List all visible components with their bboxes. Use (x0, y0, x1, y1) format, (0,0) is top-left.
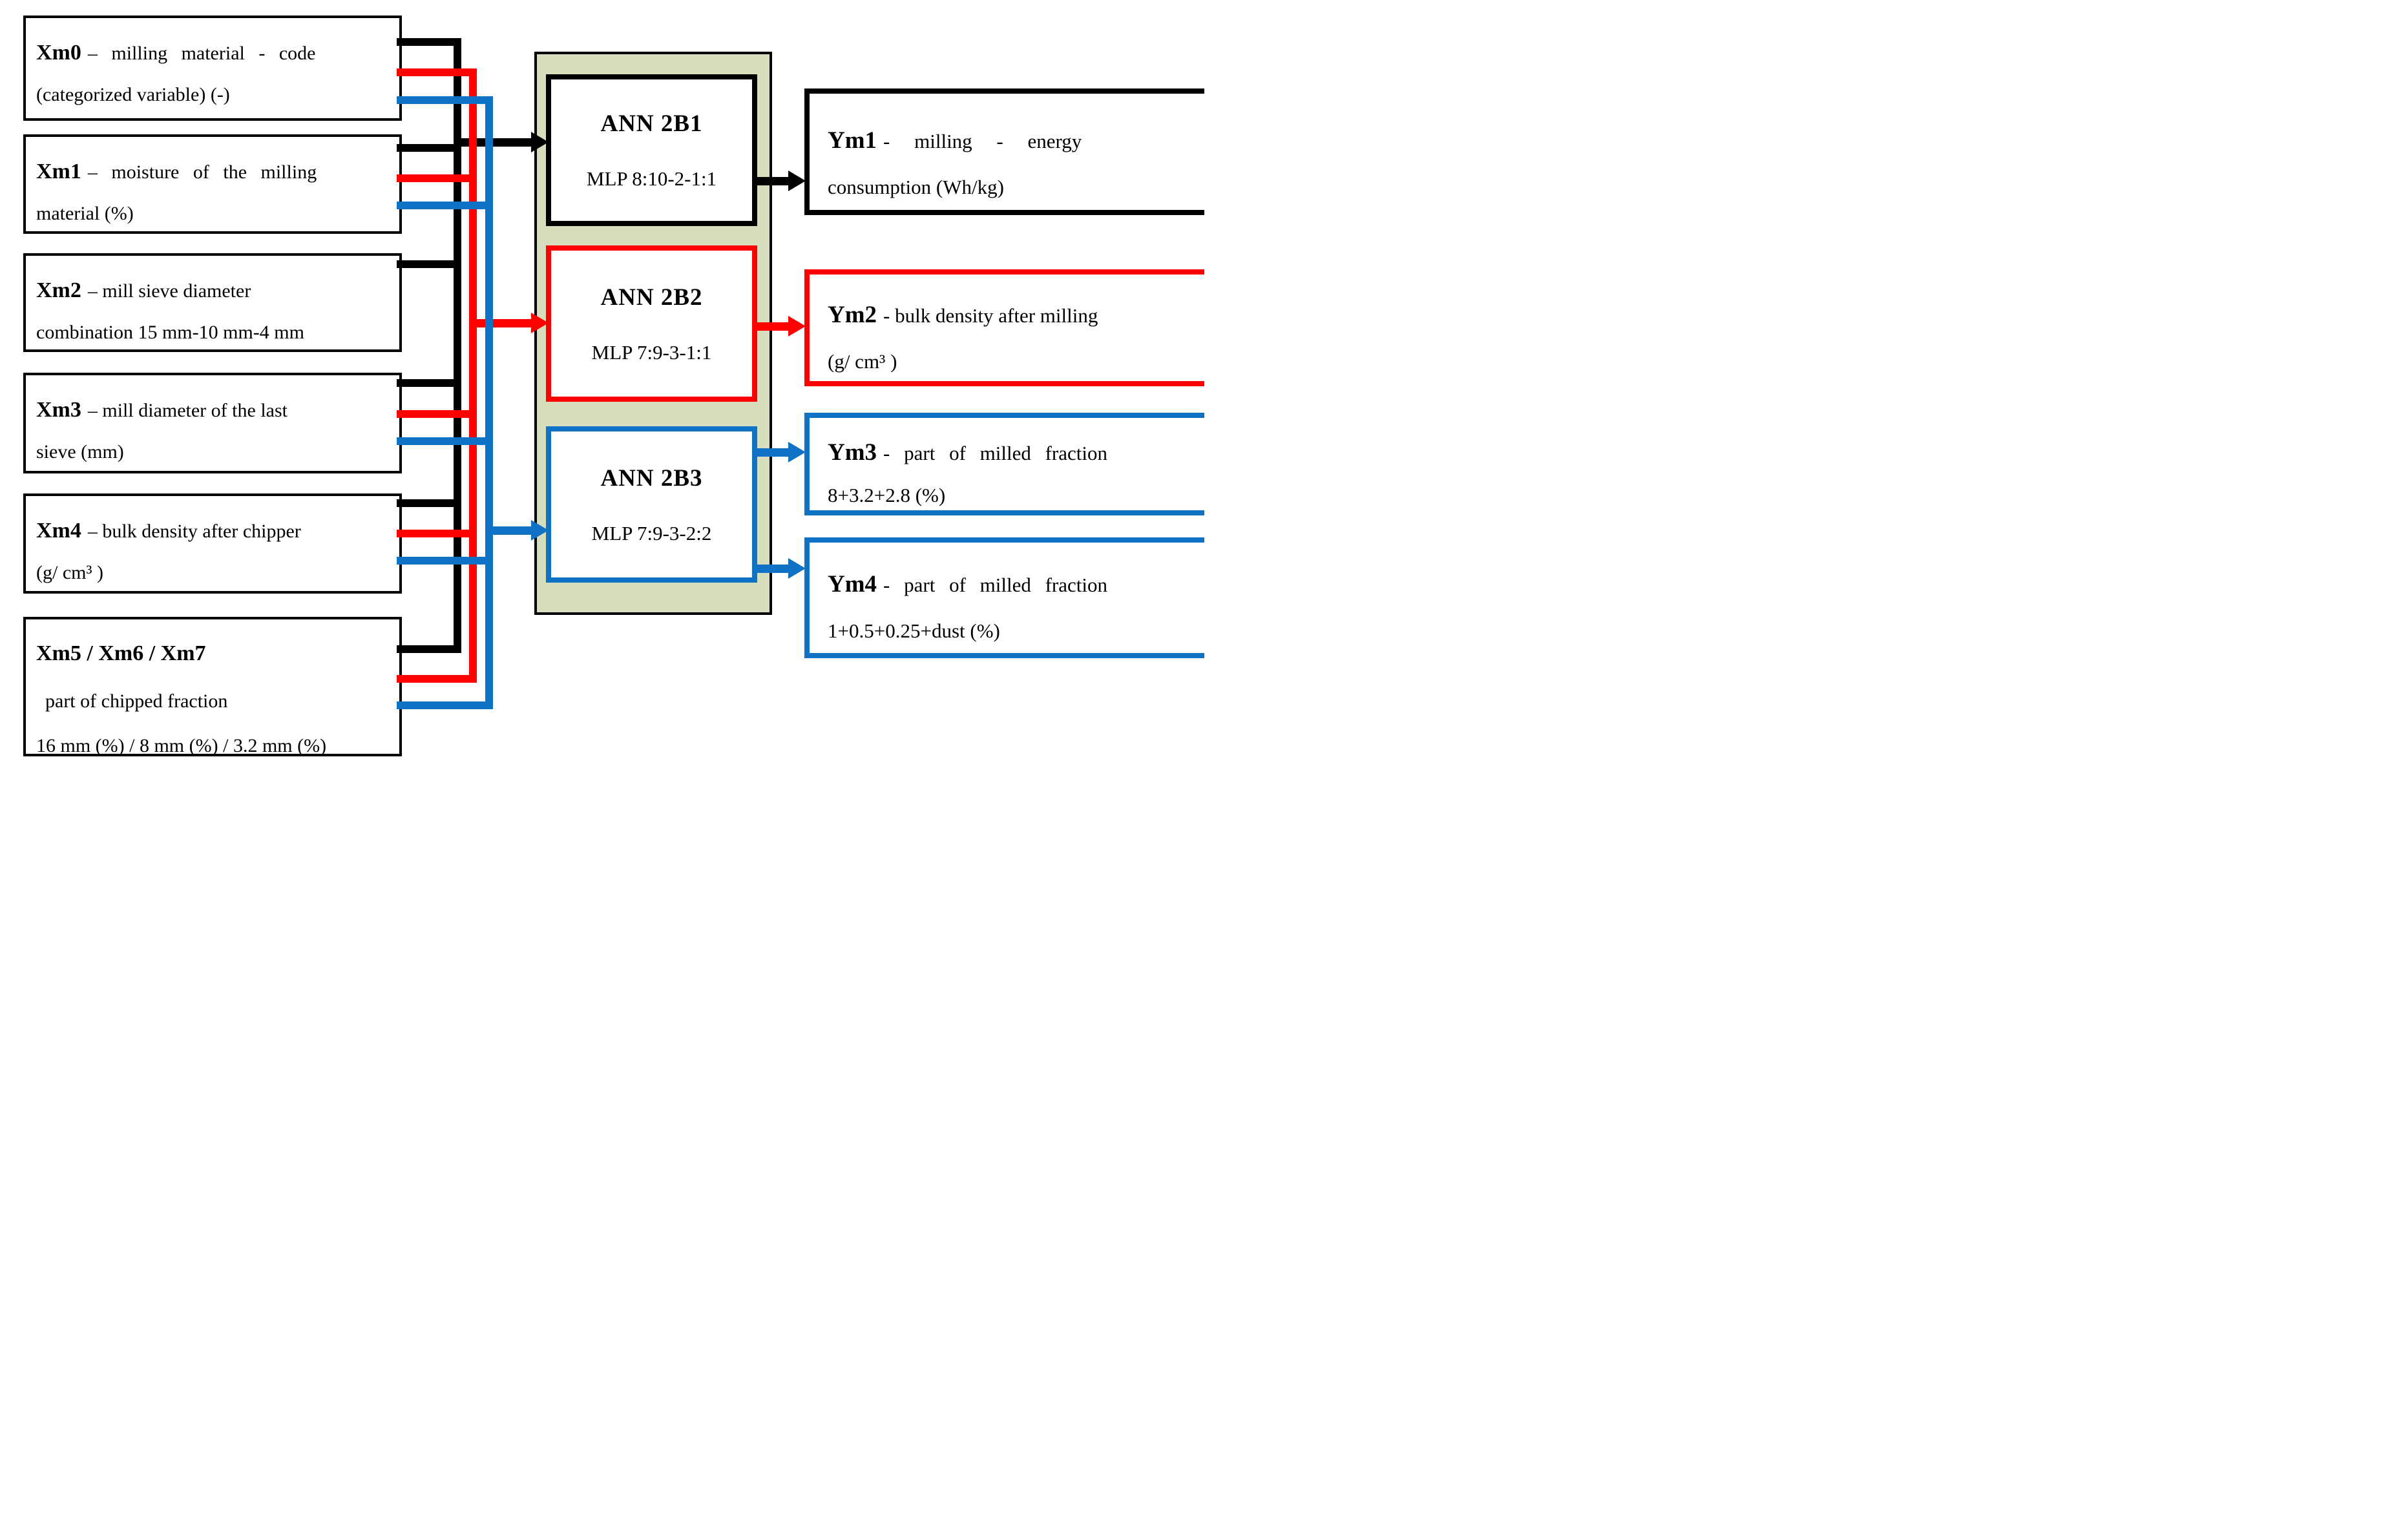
stub-xm2-black (397, 260, 461, 268)
stub-xm5-black (397, 645, 461, 653)
arrowhead-output-ym1 (788, 171, 806, 191)
input-text: – mill sieve diameter (87, 280, 251, 302)
stub-xm4-black (397, 499, 461, 507)
input-text: – moisture of the milling (87, 161, 317, 183)
stub-xm3-red (397, 410, 477, 418)
output-text: - part of milled fraction (883, 442, 1107, 464)
input-box-xm3: Xm3 – mill diameter of the last sieve (mm… (23, 373, 402, 473)
input-text: – milling material - code (87, 43, 316, 64)
output-label: Ym4 (828, 571, 877, 597)
output-text: - milling - energy (883, 130, 1082, 152)
input-text-3: 16 mm (%) / 8 mm (%) / 3.2 mm (%) (36, 735, 327, 757)
input-label: Xm2 (36, 278, 81, 302)
stub-xm5-blue (397, 701, 493, 709)
stub-xm3-blue (397, 437, 493, 445)
network-box-ann2b2: ANN 2B2 MLP 7:9-3-1:1 (546, 245, 757, 402)
input-line: Xm0 – milling material - code (36, 31, 399, 76)
input-text-2: part of chipped fraction (45, 690, 228, 712)
stub-xm0-blue (397, 96, 493, 104)
stub-xm1-red (397, 174, 477, 182)
arrowhead-input-ann2b1 (531, 132, 549, 152)
arrowhead-output-ym2 (788, 316, 806, 337)
stub-xm1-blue (397, 202, 493, 209)
stub-xm4-blue (397, 557, 493, 565)
input-text-2: sieve (mm) (36, 441, 124, 462)
input-label: Xm1 (36, 160, 81, 183)
input-line: Xm1 – moisture of the milling (36, 150, 399, 194)
input-text-2: material (%) (36, 202, 134, 224)
input-label: Xm5 / Xm6 / Xm7 (36, 641, 206, 665)
input-box-xm1: Xm1 – moisture of the milling material (%… (23, 134, 402, 234)
network-subtitle: MLP 7:9-3-1:1 (591, 340, 712, 364)
input-text-2: (g/ cm³ ) (36, 561, 103, 583)
stub-xm0-red (397, 68, 477, 76)
input-text-2: (categorized variable) (-) (36, 83, 230, 105)
output-line: Ym2 - bulk density after milling (828, 290, 1204, 340)
input-text-2: combination 15 mm-10 mm-4 mm (36, 321, 304, 343)
arrowhead-output-ym3 (788, 442, 806, 462)
stub-xm0-black (397, 38, 461, 46)
network-title: ANN 2B2 (600, 284, 703, 311)
bus-red (469, 68, 477, 683)
output-box-ym1: Ym1 - milling - energy consumption (Wh/kg… (804, 88, 1204, 215)
network-title: ANN 2B3 (600, 464, 703, 492)
output-text: - bulk density after milling (883, 304, 1098, 327)
output-line: Ym4 - part of milled fraction (828, 559, 1204, 610)
bus-blue (485, 96, 493, 709)
output-line: Ym3 - part of milled fraction (828, 430, 1204, 476)
input-box-xm0: Xm0 – milling material - code (categorize… (23, 16, 402, 121)
network-subtitle: MLP 7:9-3-2:2 (591, 521, 712, 545)
arrow-input-ann2b3 (485, 526, 532, 535)
input-label: Xm3 (36, 398, 81, 422)
network-subtitle: MLP 8:10-2-1:1 (586, 167, 717, 190)
stub-xm4-red (397, 530, 477, 537)
arrow-output-ym3 (757, 448, 790, 457)
output-box-ym2: Ym2 - bulk density after milling (g/ cm³ … (804, 269, 1204, 386)
bus-black (454, 38, 461, 653)
output-text-2: (g/ cm³ ) (828, 349, 897, 373)
input-line: Xm4 – bulk density after chipper (36, 509, 399, 554)
network-title: ANN 2B1 (600, 110, 703, 137)
output-label: Ym2 (828, 302, 877, 328)
output-text-2: consumption (Wh/kg) (828, 175, 1004, 198)
arrowhead-input-ann2b3 (531, 520, 549, 541)
stub-xm1-black (397, 144, 461, 152)
arrowhead-output-ym4 (788, 558, 806, 579)
output-line: Ym1 - milling - energy (828, 116, 1204, 166)
network-box-ann2b1: ANN 2B1 MLP 8:10-2-1:1 (546, 74, 757, 226)
ann-diagram: Xm0 – milling material - code (categorize… (0, 0, 1204, 763)
arrow-output-ym2 (757, 322, 790, 331)
input-box-xm2: Xm2 – mill sieve diameter combination 15 … (23, 253, 402, 352)
stub-xm3-black (397, 379, 461, 387)
output-label: Ym1 (828, 127, 877, 154)
input-text: – bulk density after chipper (87, 521, 301, 542)
input-label: Xm0 (36, 41, 81, 65)
network-box-ann2b3: ANN 2B3 MLP 7:9-3-2:2 (546, 426, 757, 583)
arrow-output-ym4 (757, 565, 790, 573)
output-box-ym4: Ym4 - part of milled fraction 1+0.5+0.25+… (804, 537, 1204, 658)
output-box-ym3: Ym3 - part of milled fraction 8+3.2+2.8 (… (804, 413, 1204, 515)
output-text-2: 8+3.2+2.8 (%) (828, 484, 946, 507)
input-line: Xm2 – mill sieve diameter (36, 269, 399, 313)
stub-xm5-red (397, 675, 477, 683)
input-line: Xm3 – mill diameter of the last (36, 388, 399, 433)
output-text: - part of milled fraction (883, 574, 1107, 596)
input-line: Xm5 / Xm6 / Xm7 (36, 628, 399, 679)
output-text-2: 1+0.5+0.25+dust (%) (828, 619, 1000, 642)
arrow-output-ym1 (757, 177, 790, 185)
output-label: Ym3 (828, 439, 877, 466)
arrowhead-input-ann2b2 (531, 313, 549, 333)
input-label: Xm4 (36, 519, 81, 543)
input-box-xm5-xm6-xm7: Xm5 / Xm6 / Xm7 part of chipped fraction… (23, 617, 402, 756)
arrow-input-ann2b2 (469, 319, 532, 327)
input-box-xm4: Xm4 – bulk density after chipper (g/ cm³ … (23, 493, 402, 594)
input-text: – mill diameter of the last (87, 400, 288, 421)
